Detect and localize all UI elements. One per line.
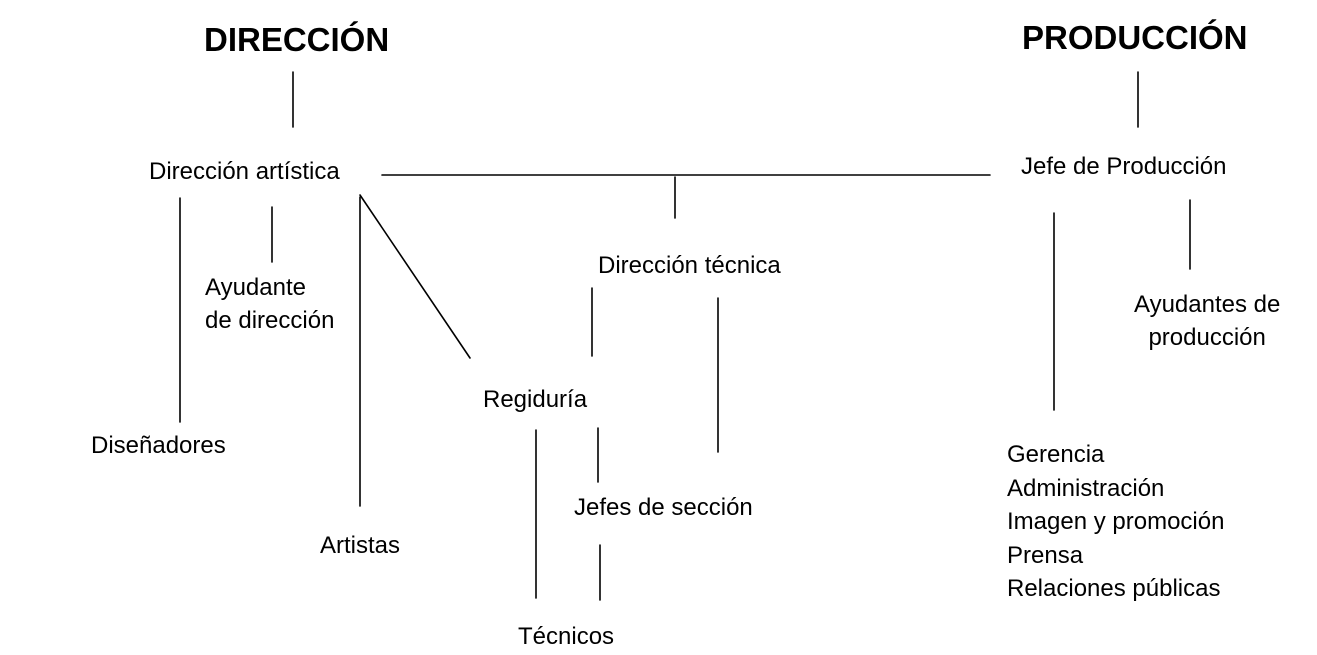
area-imagen-promocion: Imagen y promoción bbox=[1007, 508, 1225, 535]
ayudantes-produccion-line-1: Ayudantes de bbox=[1134, 291, 1281, 318]
node-direccion-tecnica: Dirección técnica bbox=[598, 252, 781, 279]
node-direccion-artistica: Dirección artística bbox=[149, 158, 340, 185]
ayudante-direccion-line-1: Ayudante bbox=[205, 274, 306, 301]
ayudantes-produccion-line-2: producción bbox=[1148, 324, 1266, 351]
heading-produccion: PRODUCCIÓN bbox=[1022, 19, 1248, 56]
area-prensa: Prensa bbox=[1007, 541, 1084, 569]
heading-direccion: DIRECCIÓN bbox=[204, 21, 390, 58]
node-artistas: Artistas bbox=[320, 532, 401, 559]
area-administracion: Administración bbox=[1007, 474, 1165, 502]
area-relaciones-publicas: Relaciones públicas bbox=[1007, 575, 1221, 602]
node-jefe-produccion: Jefe de Producción bbox=[1021, 153, 1227, 180]
node-ayudantes-produccion: Ayudantes de producción bbox=[1134, 288, 1280, 354]
ayudante-direccion-line-2: de dirección bbox=[205, 307, 335, 334]
node-areas-produccion: Gerencia Administración Imagen y promoci… bbox=[1007, 438, 1224, 606]
node-tecnicos: Técnicos bbox=[518, 623, 615, 650]
node-ayudante-direccion: Ayudante de dirección bbox=[205, 271, 334, 337]
area-gerencia: Gerencia bbox=[1007, 441, 1105, 468]
node-disenadores: Diseñadores bbox=[91, 432, 226, 459]
node-jefes-seccion: Jefes de sección bbox=[574, 494, 753, 521]
node-regiduria: Regiduría bbox=[483, 386, 588, 413]
connector-artistica-to-regiduria bbox=[359, 194, 471, 359]
